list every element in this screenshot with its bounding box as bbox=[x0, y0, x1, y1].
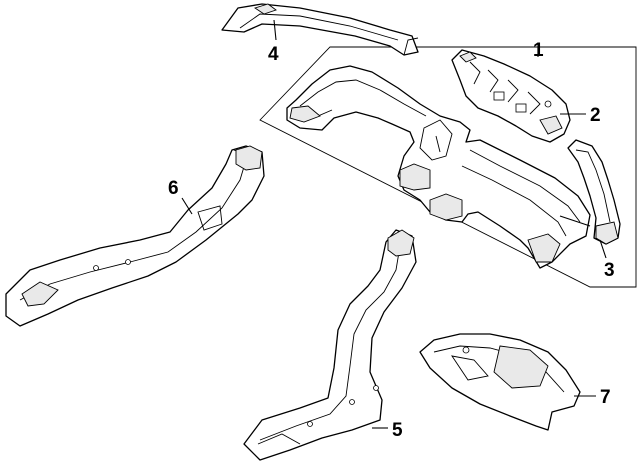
callout-7: 7 bbox=[600, 387, 611, 408]
callout-6: 6 bbox=[168, 178, 179, 199]
callout-4: 4 bbox=[268, 44, 279, 65]
part-5-center-floor-duct bbox=[243, 229, 417, 461]
part-7-rear-floor-duct bbox=[419, 333, 581, 431]
callout-2: 2 bbox=[590, 105, 601, 126]
part-3-side-duct bbox=[567, 139, 621, 245]
leader-4 bbox=[273, 19, 277, 41]
callout-1: 1 bbox=[533, 40, 544, 61]
part-6-left-floor-duct bbox=[5, 145, 265, 327]
leader-6 bbox=[181, 197, 193, 215]
leader-3 bbox=[599, 239, 607, 259]
part-2-actuator-housing bbox=[451, 49, 571, 143]
part-1-main-duct bbox=[286, 65, 591, 269]
callout-5: 5 bbox=[392, 420, 403, 441]
leader-1b bbox=[559, 215, 591, 227]
callout-3: 3 bbox=[604, 260, 615, 281]
